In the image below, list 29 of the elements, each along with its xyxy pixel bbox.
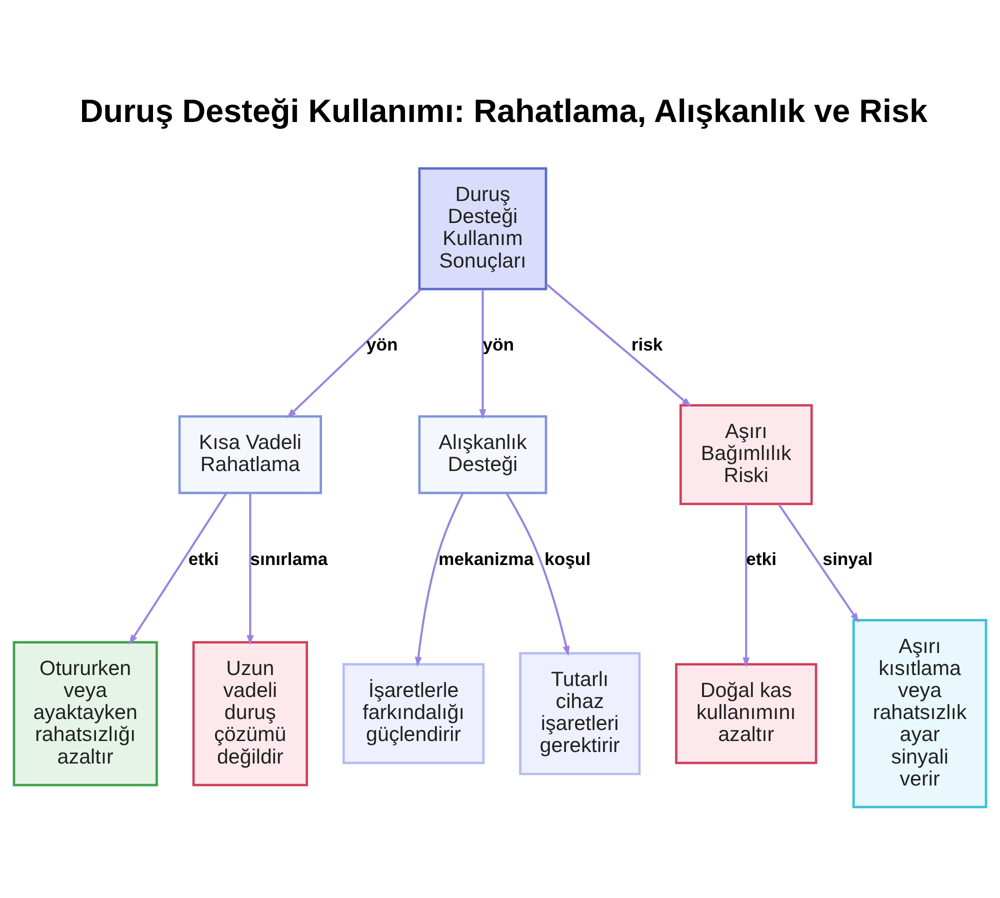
arrow <box>546 282 692 407</box>
node-box: Duruş Desteği Kullanım Sonuçları <box>418 166 548 290</box>
arrow <box>286 288 422 418</box>
node-box: Uzun vadeli duruş çözümü değildir <box>192 640 308 786</box>
arrow <box>778 503 860 622</box>
node-box: Aşırı kısıtlama veya rahatsızlık ayar sinyali verir <box>852 618 988 808</box>
arrow <box>246 492 254 645</box>
edge-label: sınırlama <box>250 548 328 569</box>
node-box: Alışkanlık Desteği <box>418 414 548 494</box>
node-box: Doğal kas kullanımını azaltır <box>675 662 818 764</box>
arrow <box>479 288 486 419</box>
edge-label: yön <box>366 334 398 354</box>
edge-label: etki <box>188 548 219 569</box>
node-box: Kısa Vadeli Rahatlama <box>178 414 322 494</box>
node-box: Tutarlı cihaz işaretleri gerektirir <box>519 652 641 775</box>
diagram-title: Duruş Desteği Kullanımı: Rahatlama, Alışkanlık ve Risk <box>80 92 928 129</box>
node-box: Otururken veya ayaktayken rahatsızlığı azaltır <box>12 640 158 786</box>
edge-label: risk <box>631 334 663 354</box>
edge-label: sinyal <box>822 548 873 569</box>
edge-label: mekanizma <box>438 548 534 569</box>
node-box: Aşırı Bağımlılık Riski <box>679 404 813 505</box>
edge-label: etki <box>746 548 777 569</box>
arrow <box>742 504 750 667</box>
arrow <box>414 492 464 667</box>
node-box: İşaretlerle farkındalığı güçlendirir <box>342 662 485 764</box>
edge-label: yön <box>482 334 514 354</box>
arrow <box>128 492 228 644</box>
edge-label: koşul <box>544 548 591 569</box>
arrow <box>506 492 570 656</box>
